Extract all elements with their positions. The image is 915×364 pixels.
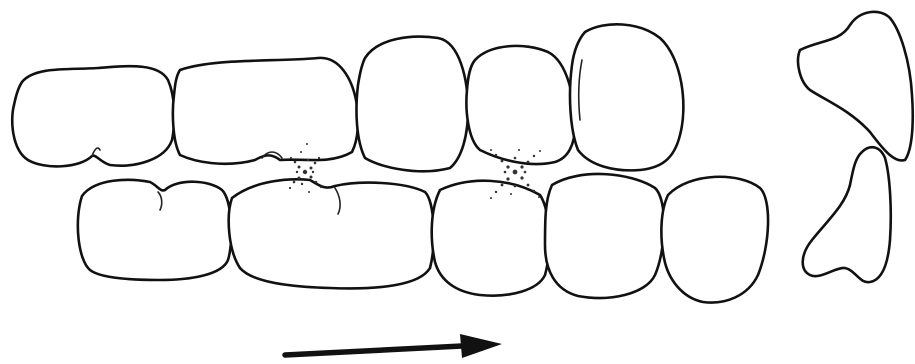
upper-arch <box>12 24 683 171</box>
profile-views <box>798 12 913 282</box>
lower-premolar-1 <box>545 174 664 298</box>
upper-tooth-profile <box>798 12 913 161</box>
lower-arch <box>78 174 768 303</box>
lower-tooth-profile <box>803 147 891 282</box>
lower-molar-1 <box>229 179 434 288</box>
lower-molar-2 <box>78 180 232 280</box>
arrow-shaft <box>285 346 462 355</box>
upper-molar-1 <box>173 58 358 164</box>
arrow-head <box>460 334 502 358</box>
upper-premolar-1 <box>466 46 575 164</box>
lower-canine <box>661 177 768 303</box>
upper-premolar-2 <box>356 37 468 172</box>
direction-arrow <box>285 334 502 358</box>
upper-canine <box>570 24 683 170</box>
